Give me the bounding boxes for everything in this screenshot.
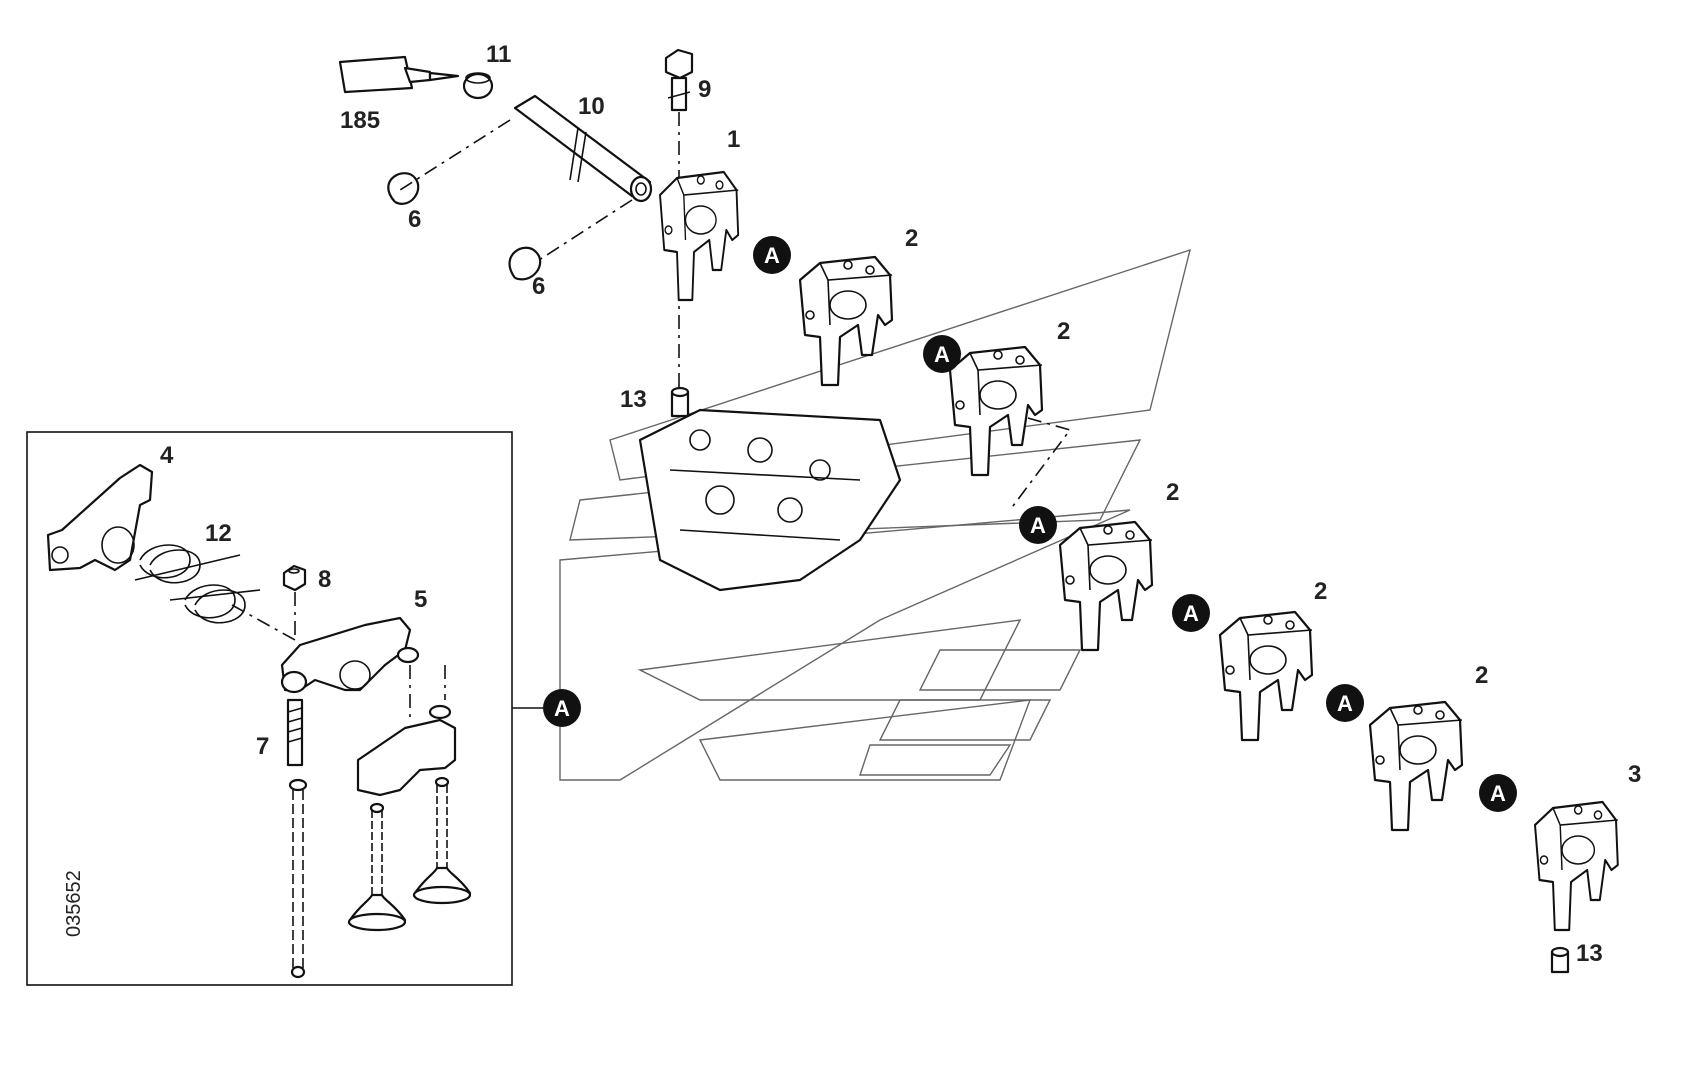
bracket-2a [798,255,894,387]
bracket-3 [1533,800,1619,932]
callout-1: 1 [727,126,740,153]
callout-4: 4 [160,442,174,469]
bracket-2d [1218,610,1314,742]
rocker-arm-5 [280,616,420,694]
valve-left [347,802,407,932]
callout-9: 9 [698,76,711,103]
callout-13-lower: 13 [1576,940,1603,967]
callout-5: 5 [414,586,427,613]
svg-text:A: A [1490,781,1506,806]
callout-13-upper: 13 [620,386,647,413]
adjusting-screw-7 [286,698,304,767]
svg-text:A: A [1183,601,1199,626]
badge-a-4: A [1172,594,1210,632]
dowel-13-lower [1550,946,1570,974]
push-rod [288,778,308,979]
svg-text:A: A [764,243,780,268]
valve-right [412,776,472,905]
svg-text:A: A [1030,513,1046,538]
bracket-2e [1368,700,1464,832]
circlip-6-lower [508,246,542,281]
callout-6-upper: 6 [408,206,421,233]
valve-bridge [356,704,457,797]
svg-text:A: A [934,342,950,367]
callout-2-b: 2 [1057,318,1070,345]
badge-a-1: A [753,236,791,274]
callout-2-e: 2 [1475,662,1488,689]
callout-2-a: 2 [905,225,918,252]
callout-185: 185 [340,107,380,134]
rocker-arm-4 [46,463,154,572]
svg-text:A: A [554,696,570,721]
bracket-1 [658,170,740,302]
nut-8 [282,564,307,592]
dowel-13-upper [670,386,690,418]
callout-3: 3 [1628,761,1641,788]
svg-text:A: A [1337,691,1353,716]
figure-number: 035652 [63,870,85,937]
bracket-2c [1058,520,1154,652]
bolt-9 [664,48,694,112]
badge-a-detail: A [512,689,581,727]
callout-10: 10 [578,93,605,120]
callout-8: 8 [318,566,331,593]
badge-a-2: A [923,335,961,373]
callout-11: 11 [486,41,511,68]
callout-12: 12 [205,520,232,547]
detail-box: 035652 [26,431,513,986]
badge-a-6: A [1479,774,1517,812]
badge-a-3: A [1019,506,1057,544]
badge-a-5: A [1326,684,1364,722]
callout-2-d: 2 [1314,578,1327,605]
callout-7: 7 [256,733,269,760]
spring-12 [134,544,261,624]
plug-11 [462,72,494,100]
callout-6-lower: 6 [532,273,545,300]
callout-2-c: 2 [1166,479,1179,506]
sealant-tube [338,55,460,94]
rocker-shaft [513,94,653,203]
